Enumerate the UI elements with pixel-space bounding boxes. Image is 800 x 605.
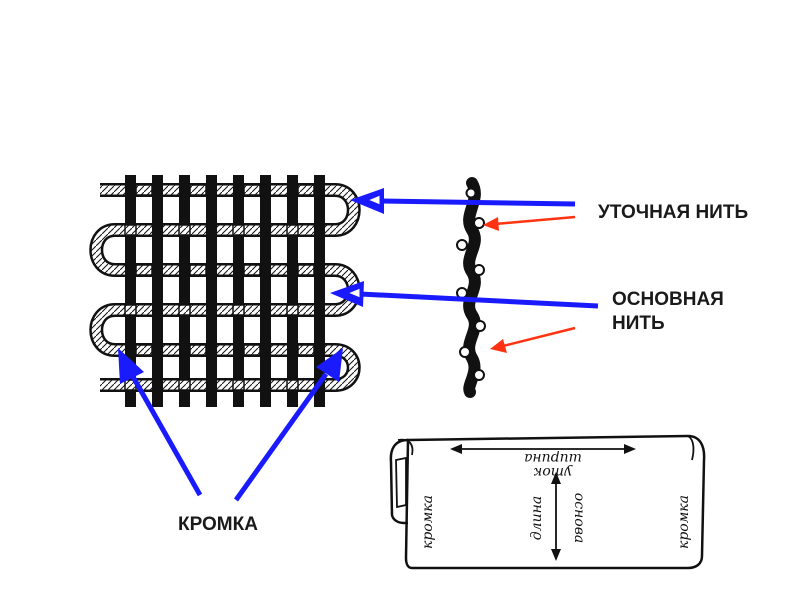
weft-dot <box>473 264 485 276</box>
weft-dot <box>473 369 485 381</box>
warp-thread-line2: НИТЬ <box>612 312 665 334</box>
arrow-to-weft <box>350 188 576 214</box>
warp-thread-label: ОСНОВНАЯ НИТЬ <box>612 288 724 336</box>
weft-dot <box>465 187 477 199</box>
warp-thread-line1: ОСНОВНАЯ <box>612 289 724 310</box>
length-text: длина <box>529 496 545 540</box>
weft-dot <box>459 346 471 358</box>
left-selvage-text: кромка <box>420 495 436 549</box>
width-arrow <box>450 444 636 454</box>
weft-dot <box>473 217 485 229</box>
pointer-arrows <box>118 188 599 502</box>
weft-thread-label: УТОЧНАЯ НИТЬ <box>598 201 748 225</box>
weft-dot <box>456 239 468 251</box>
weft-thread-text: УТОЧНАЯ НИТЬ <box>598 202 749 223</box>
weft-dot <box>474 320 486 332</box>
detail-arrows <box>483 215 576 353</box>
length-arrow <box>551 472 561 561</box>
selvage-text: КРОМКА <box>178 514 258 535</box>
weft-text: уток <box>533 464 573 480</box>
arrow-to-right-selvage <box>233 348 343 502</box>
cross-section <box>456 177 486 398</box>
warp-thread-wave <box>463 177 481 398</box>
arrow-to-left-selvage <box>118 348 203 497</box>
right-selvage-text: кромка <box>676 495 692 549</box>
fabric-sketch: ширина уток длина основа кромка кромка <box>389 434 706 570</box>
warp-threads <box>125 175 325 407</box>
warp-text: основа <box>571 493 587 543</box>
arrow-to-warp <box>330 281 599 309</box>
width-text: ширина <box>524 450 582 466</box>
selvage-label: КРОМКА <box>178 513 258 537</box>
